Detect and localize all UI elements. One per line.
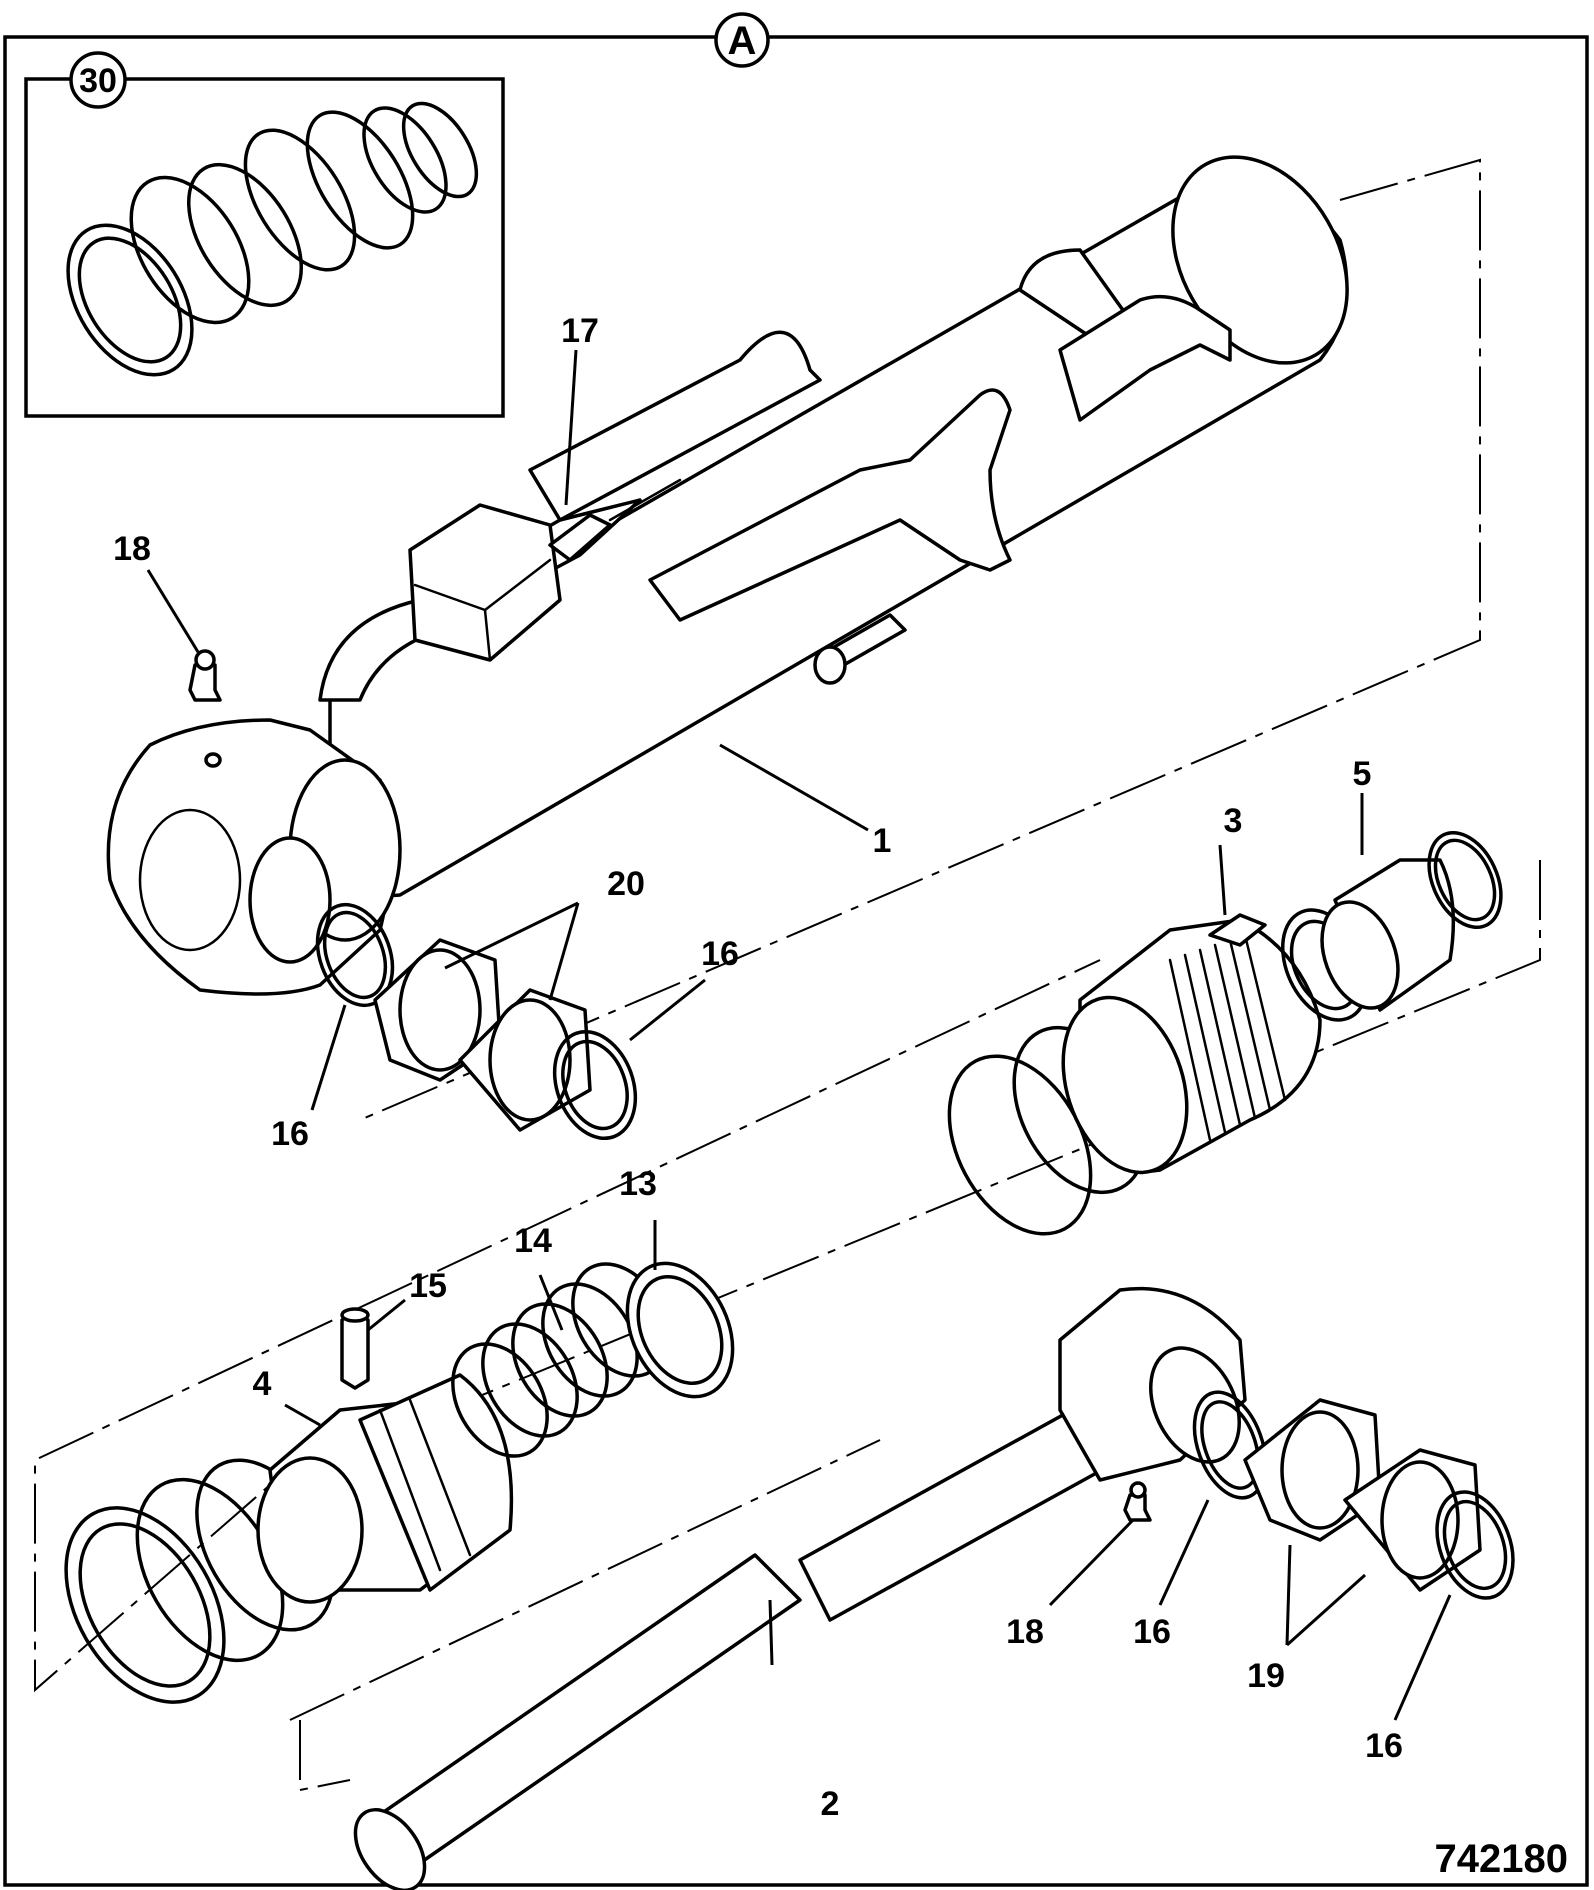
label-19: 19	[1247, 1657, 1285, 1695]
piston-assembly	[64, 1261, 735, 1704]
label-5: 5	[1353, 755, 1372, 793]
view-callout-label: A	[728, 19, 757, 63]
label-13: 13	[619, 1165, 657, 1203]
view-callout: A	[714, 12, 770, 68]
label-20: 20	[607, 865, 645, 903]
grease-nipple-top	[188, 649, 222, 702]
drawing-number: 742180	[1435, 1837, 1568, 1881]
cylinder-barrel	[106, 155, 1349, 996]
seal-kit-rings	[66, 101, 479, 377]
label-16-head-left: 16	[271, 1115, 309, 1153]
seal-kit-callout: 30	[79, 62, 117, 100]
label-16-rod-right: 16	[1365, 1727, 1403, 1765]
label-1: 1	[873, 822, 892, 860]
label-15: 15	[409, 1267, 447, 1305]
outer-frame	[3, 35, 1589, 1887]
label-4: 4	[253, 1365, 272, 1403]
label-18-rod: 18	[1006, 1613, 1044, 1651]
label-17: 17	[561, 312, 599, 350]
leader-lines	[146, 349, 1452, 1721]
piston-rod	[353, 1286, 1247, 1890]
part-labels: 17 18 1 20 16 16 3 5 13 14 15 4 2 18 16 …	[113, 312, 1403, 1823]
head-bushes	[315, 902, 638, 1141]
seal-kit-inset: 30	[24, 51, 505, 418]
gland-assembly	[947, 830, 1503, 1236]
label-18-top: 18	[113, 530, 151, 568]
label-3: 3	[1224, 802, 1243, 840]
label-16-head-right: 16	[701, 935, 739, 973]
rod-eye-bushes	[1123, 1390, 1515, 1600]
label-2: 2	[821, 1785, 840, 1823]
label-16-rod-left: 16	[1133, 1613, 1171, 1651]
label-14: 14	[514, 1222, 552, 1260]
